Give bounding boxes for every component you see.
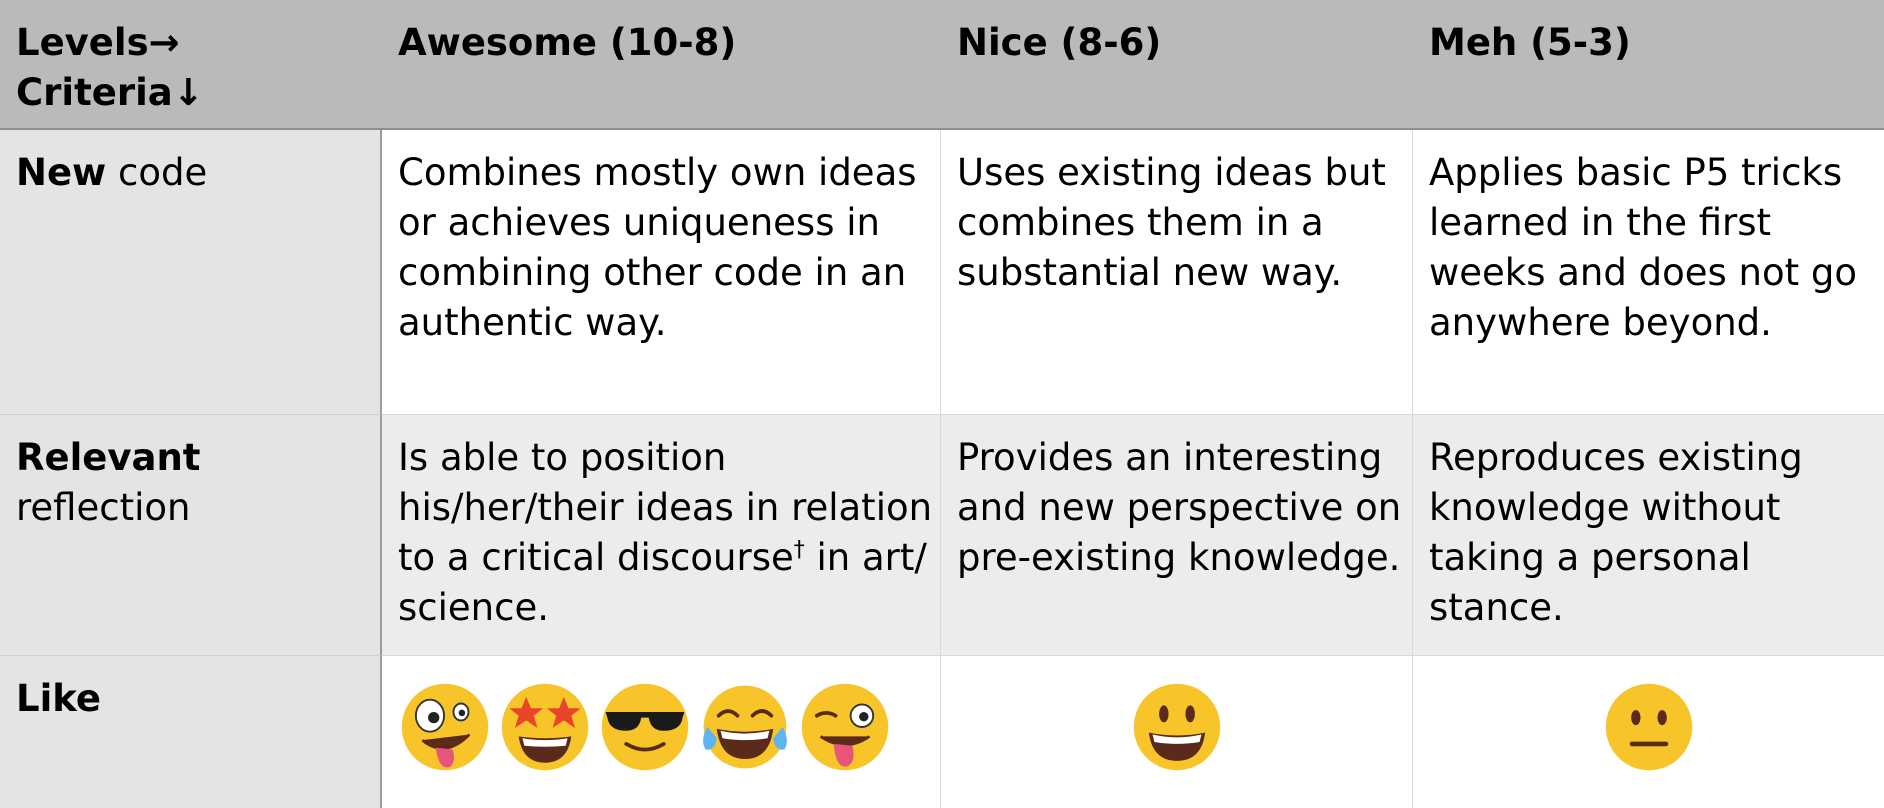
cell-like-awesome: [382, 656, 941, 808]
row-header-like: Like: [0, 656, 382, 808]
criteria-label: Criteria↓: [16, 71, 204, 114]
row-label-bold: Like: [16, 677, 101, 720]
neutral-face-icon: [1605, 683, 1692, 771]
column-header-awesome: Awesome (10-8): [382, 0, 941, 130]
winking-tongue-icon: [801, 683, 889, 771]
cell-new-code-meh: Applies basic P5 tricks learned in the f…: [1413, 130, 1884, 415]
row-header-relevant-reflection: Relevant reflection: [0, 415, 382, 656]
tears-of-joy-icon: [703, 685, 787, 769]
row-label-bold: New: [16, 151, 107, 194]
cell-reflection-meh: Reproduces existing knowledge without ta…: [1413, 415, 1884, 656]
column-header-nice: Nice (8-6): [941, 0, 1413, 130]
cell-reflection-nice: Provides an interesting and new perspect…: [941, 415, 1413, 656]
row-header-new-code: New code: [0, 130, 382, 415]
star-struck-icon: [501, 683, 589, 771]
grinning-face-icon: [1133, 683, 1220, 771]
cell-like-nice: [941, 656, 1413, 808]
cell-text: Is able to position his/her/their ideas …: [398, 436, 933, 579]
header-corner: Levels→ Criteria↓: [0, 0, 382, 130]
cell-new-code-awesome: Combines mostly own ideas or achieves un…: [382, 130, 941, 415]
dagger-footnote-mark: †: [793, 537, 805, 563]
levels-label: Levels→: [16, 21, 180, 64]
row-label-rest: code: [106, 151, 208, 194]
cell-new-code-nice: Uses existing ideas but combines them in…: [941, 130, 1413, 415]
column-header-meh: Meh (5-3): [1413, 0, 1884, 130]
cell-reflection-awesome: Is able to position his/her/their ideas …: [382, 415, 941, 656]
row-label-bold: Relevant: [16, 436, 201, 479]
row-label-rest: reflection: [16, 486, 191, 529]
sunglasses-face-icon: [601, 683, 689, 771]
cell-text-end: in art/ science.: [398, 536, 927, 629]
cell-like-meh: [1413, 656, 1884, 808]
zany-face-icon: [401, 683, 489, 771]
